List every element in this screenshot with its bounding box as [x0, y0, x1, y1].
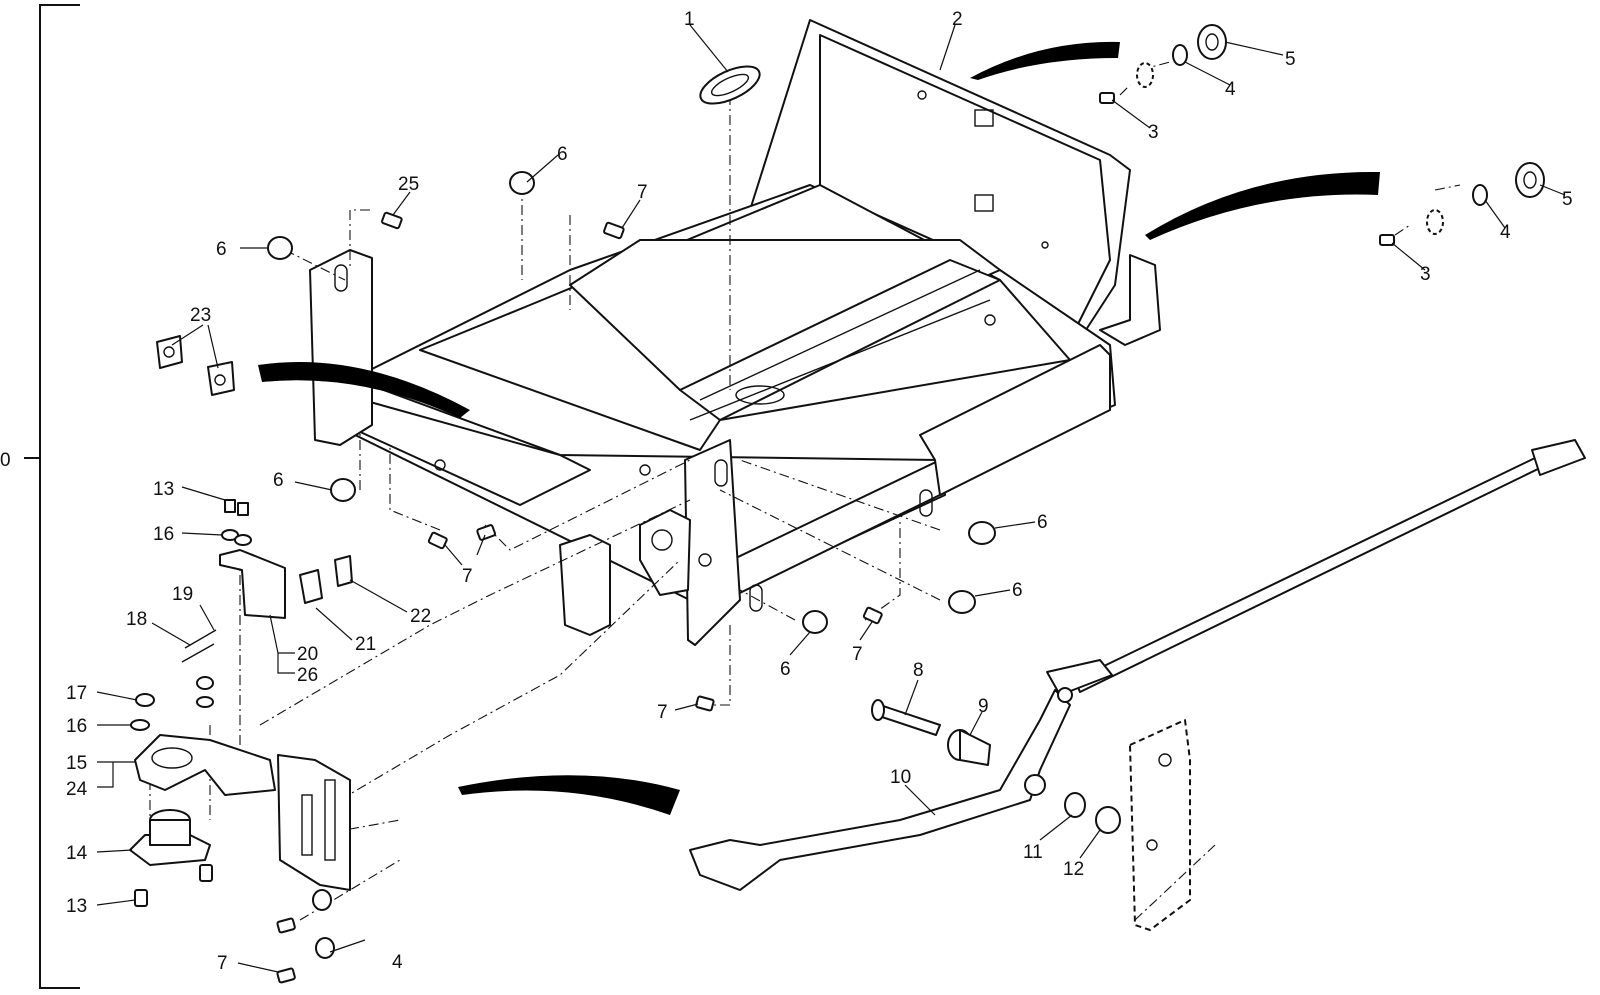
callout-5a: 5: [1285, 49, 1296, 70]
callout-4a: 4: [1225, 79, 1236, 100]
callout-17: 17: [66, 683, 87, 704]
callout-7b: 7: [462, 566, 473, 587]
direction-arrows: [258, 41, 1380, 815]
assembly-label: 0: [0, 450, 11, 471]
hardware-parts: [129, 24, 1545, 984]
callout-16b: 16: [66, 716, 87, 737]
callout-6b: 6: [216, 239, 227, 260]
callout-7d: 7: [657, 702, 668, 723]
callout-19: 19: [172, 584, 193, 605]
callout-6a: 6: [557, 144, 568, 165]
callout-6f: 6: [780, 659, 791, 680]
pedal-assembly: [689, 439, 1586, 931]
callout-7e: 7: [217, 953, 228, 974]
callout-18: 18: [126, 609, 147, 630]
callout-13b: 13: [66, 896, 87, 917]
callout-13a: 13: [153, 479, 174, 500]
callout-26: 26: [297, 665, 318, 686]
callout-25: 25: [398, 174, 419, 195]
callout-23: 23: [190, 305, 211, 326]
main-frame: [309, 19, 1161, 646]
callout-7a: 7: [637, 182, 648, 203]
callout-22: 22: [410, 606, 431, 627]
callout-4b: 4: [1500, 222, 1511, 243]
callout-7c: 7: [852, 644, 863, 665]
callout-2: 2: [952, 9, 963, 30]
callout-12: 12: [1063, 859, 1084, 880]
callout-11: 11: [1023, 842, 1043, 863]
callout-24: 24: [66, 779, 88, 800]
callout-16a: 16: [153, 524, 174, 545]
callout-3a: 3: [1148, 122, 1159, 143]
callout-8: 8: [913, 660, 924, 681]
callout-6c: 6: [273, 470, 284, 491]
callout-1: 1: [684, 9, 695, 30]
callout-20: 20: [297, 644, 318, 665]
callouts: 1 2 3 3 4 4 4 5 5 6 6 6 6 6 6 7 7 7: [66, 9, 1573, 974]
callout-4c: 4: [392, 952, 403, 973]
callout-6e: 6: [1012, 580, 1023, 601]
assembly-bracket: 0: [0, 4, 80, 989]
callout-15: 15: [66, 753, 87, 774]
callout-6d: 6: [1037, 512, 1048, 533]
callout-14: 14: [66, 843, 88, 864]
callout-5b: 5: [1562, 189, 1573, 210]
callout-9: 9: [978, 696, 989, 717]
callout-10: 10: [890, 767, 911, 788]
callout-21: 21: [355, 634, 376, 655]
callout-3b: 3: [1420, 264, 1431, 285]
assembly-lines: [149, 61, 1461, 921]
